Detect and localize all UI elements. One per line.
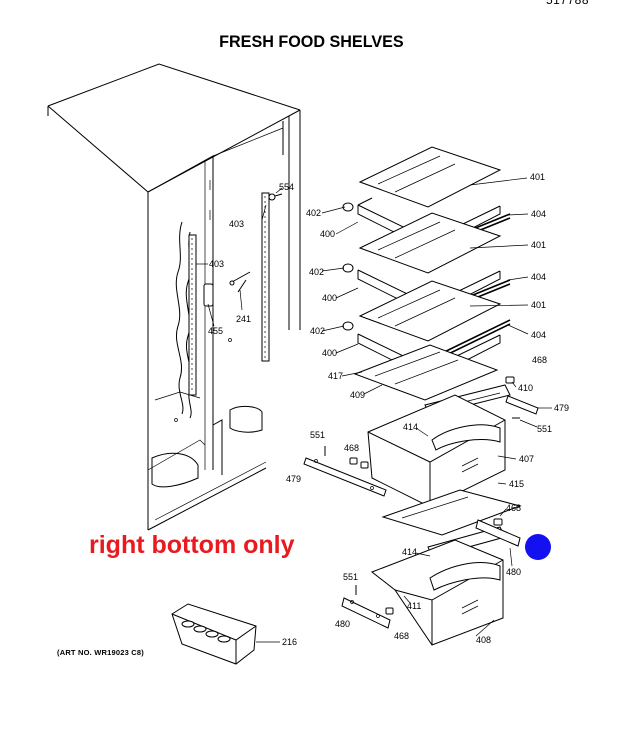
crisper-drawer-upper — [303, 376, 539, 508]
part-label-401: 401 — [531, 240, 546, 250]
part-label-551: 551 — [537, 424, 552, 434]
part-label-408: 408 — [476, 635, 491, 645]
refrigerator-cabinet — [47, 63, 301, 531]
part-label-402: 402 — [309, 267, 324, 277]
part-label-400: 400 — [322, 348, 337, 358]
part-label-403: 403 — [209, 259, 224, 269]
part-label-480: 480 — [506, 567, 521, 577]
part-label-479: 479 — [286, 474, 301, 484]
part-label-404: 404 — [531, 330, 546, 340]
part-label-407: 407 — [519, 454, 534, 464]
art-number: (ART NO. WR19023 C8) — [57, 648, 144, 657]
part-label-415: 415 — [509, 479, 524, 489]
part-label-468: 468 — [344, 443, 359, 453]
part-label-468: 468 — [532, 355, 547, 365]
part-label-468: 468 — [506, 503, 521, 513]
part-label-551: 551 — [343, 572, 358, 582]
part-label-404: 404 — [531, 272, 546, 282]
crisper-drawer-lower — [341, 518, 521, 646]
door-bin-216 — [171, 603, 257, 665]
part-label-401: 401 — [530, 172, 545, 182]
part-label-403: 403 — [229, 219, 244, 229]
part-label-402: 402 — [306, 208, 321, 218]
page-title: FRESH FOOD SHELVES — [219, 32, 404, 51]
part-label-216: 216 — [282, 637, 297, 647]
part-label-480: 480 — [335, 619, 350, 629]
part-label-417: 417 — [328, 371, 343, 381]
part-label-409: 409 — [350, 390, 365, 400]
part-label-414: 414 — [403, 422, 418, 432]
glass-cover-415 — [381, 489, 522, 536]
part-label-551: 551 — [310, 430, 325, 440]
part-label-241: 241 — [236, 314, 251, 324]
glass-shelf-409 — [353, 344, 499, 401]
shelf-assembly-1 — [342, 146, 511, 251]
part-label-401: 401 — [531, 300, 546, 310]
part-label-479: 479 — [554, 403, 569, 413]
part-label-404: 404 — [531, 209, 546, 219]
part-label-414: 414 — [402, 547, 417, 557]
part-label-554: 554 — [279, 182, 294, 192]
part-label-400: 400 — [320, 229, 335, 239]
part-label-411: 411 — [407, 601, 421, 611]
diagram-code: 517788 — [545, 0, 589, 7]
leader-lines — [196, 177, 552, 643]
part-label-455: 455 — [208, 326, 223, 336]
blue-dot-marker — [525, 534, 551, 560]
part-label-400: 400 — [322, 293, 337, 303]
part-labels: 401 402 404 400 401 402 404 400 401 402 … — [208, 172, 569, 647]
part-label-410: 410 — [518, 383, 533, 393]
part-label-402: 402 — [310, 326, 325, 336]
part-label-468: 468 — [394, 631, 409, 641]
note-right-bottom-only: right bottom only — [89, 531, 295, 559]
